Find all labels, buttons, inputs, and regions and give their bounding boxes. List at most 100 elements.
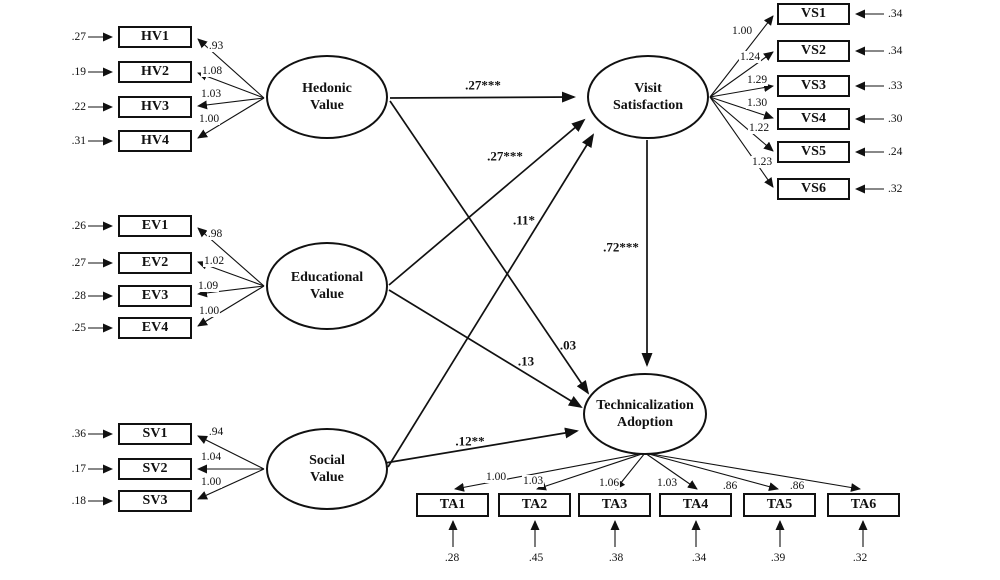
indicator-box-ta1: TA1	[416, 493, 489, 517]
latent-label-line: Adoption	[616, 415, 674, 430]
latent-label-line: Social	[309, 453, 345, 468]
loading-value-ta5: .86	[721, 480, 739, 492]
indicator-label: EV2	[141, 255, 169, 270]
error-value-ta4: .34	[691, 552, 707, 564]
loading-value-ev3: 1.09	[196, 280, 220, 292]
latent-social-value: Social Value	[266, 428, 388, 510]
error-value-hv1: .27	[71, 31, 86, 43]
error-value-ev2: .27	[71, 257, 86, 269]
indicator-label: EV3	[141, 288, 169, 303]
error-value-ta1: .28	[444, 552, 460, 564]
indicator-label: SV3	[142, 493, 168, 508]
path-coef-educational-visit: .27***	[487, 148, 523, 164]
latent-technicalization-adoption: Technicalization Adoption	[583, 373, 707, 455]
error-value-vs4: .30	[888, 113, 903, 125]
loading-value-sv2: 1.04	[199, 451, 223, 463]
loading-value-vs4: 1.30	[745, 97, 769, 109]
indicator-label: HV1	[141, 29, 169, 44]
latent-visit-satisfaction: Visit Satisfaction	[587, 55, 709, 139]
indicator-box-hv3: HV3	[118, 96, 192, 118]
loading-value-vs3: 1.29	[745, 74, 769, 86]
indicator-box-hv4: HV4	[118, 130, 192, 152]
loading-value-vs1: 1.00	[730, 25, 754, 37]
indicator-label: TA5	[766, 497, 793, 512]
latent-educational-value: Educational Value	[266, 242, 388, 330]
indicator-label: HV4	[141, 133, 169, 148]
indicator-label: VS6	[801, 181, 826, 196]
indicator-label: VS3	[801, 78, 826, 93]
indicator-label: TA4	[682, 497, 709, 512]
indicator-label: VS1	[801, 6, 826, 21]
loading-value-ev2: 1.02	[202, 255, 226, 267]
latent-hedonic-value: Hedonic Value	[266, 55, 388, 139]
error-value-ev3: .28	[71, 290, 86, 302]
error-value-hv4: .31	[71, 135, 86, 147]
loading-value-ta4: 1.03	[655, 477, 679, 489]
indicator-box-ta3: TA3	[578, 493, 651, 517]
latent-label-line: Hedonic	[302, 81, 352, 96]
indicator-box-ev3: EV3	[118, 285, 192, 307]
error-value-hv3: .22	[71, 101, 86, 113]
indicator-box-vs5: VS5	[777, 141, 850, 163]
loading-value-hv4: 1.00	[197, 113, 221, 125]
indicator-label: TA3	[601, 497, 628, 512]
error-value-ta3: .38	[608, 552, 624, 564]
indicator-box-vs3: VS3	[777, 75, 850, 97]
indicator-box-sv2: SV2	[118, 458, 192, 480]
error-value-ev1: .26	[71, 220, 86, 232]
latent-label-line: Value	[310, 98, 344, 113]
indicator-label: VS5	[801, 144, 826, 159]
loading-value-hv2: 1.08	[200, 65, 224, 77]
latent-label-line: Educational	[290, 270, 364, 285]
indicator-box-sv3: SV3	[118, 490, 192, 512]
error-value-ta5: .39	[770, 552, 786, 564]
loading-value-hv3: 1.03	[199, 88, 223, 100]
indicator-box-vs1: VS1	[777, 3, 850, 25]
latent-label-line: Visit	[634, 81, 662, 96]
indicator-box-ta4: TA4	[659, 493, 732, 517]
loading-value-ta6: .86	[788, 480, 806, 492]
error-value-vs2: .34	[888, 45, 903, 57]
indicator-label: TA2	[521, 497, 548, 512]
indicator-box-ev2: EV2	[118, 252, 192, 274]
indicator-box-ev4: EV4	[118, 317, 192, 339]
error-value-hv2: .19	[71, 66, 86, 78]
indicator-label: HV2	[141, 64, 169, 79]
indicator-label: SV1	[142, 426, 168, 441]
latent-label-line: Technicalization	[596, 398, 694, 413]
indicator-label: SV2	[142, 461, 168, 476]
path-coef-hedonic-visit: .27***	[465, 77, 501, 93]
indicator-label: TA6	[850, 497, 877, 512]
path-coef-visit-tech: .72***	[603, 239, 639, 255]
error-value-sv2: .17	[71, 463, 86, 475]
error-value-ta2: .45	[528, 552, 544, 564]
indicator-label: VS4	[801, 111, 826, 126]
error-value-ev4: .25	[71, 322, 86, 334]
indicator-label: EV4	[141, 320, 169, 335]
latent-label-line: Satisfaction	[613, 98, 683, 113]
indicator-box-vs2: VS2	[777, 40, 850, 62]
error-value-vs5: .24	[888, 146, 903, 158]
indicator-label: EV1	[141, 218, 169, 233]
indicator-box-ta2: TA2	[498, 493, 571, 517]
error-value-ta6: .32	[852, 552, 868, 564]
indicator-box-ta5: TA5	[743, 493, 816, 517]
loading-value-vs2: 1.24	[738, 51, 762, 63]
loading-value-hv1: .93	[207, 40, 225, 52]
path-coef-educational-tech: .13	[517, 353, 535, 369]
indicator-label: HV3	[141, 99, 169, 114]
path-coef-hedonic-tech: .03	[559, 337, 577, 353]
loading-value-ev1: .98	[206, 228, 224, 240]
error-value-vs1: .34	[888, 8, 903, 20]
loading-value-vs5: 1.22	[747, 122, 771, 134]
latent-label-line: Value	[310, 287, 344, 302]
path-coef-social-visit: .11*	[512, 212, 536, 228]
indicator-box-sv1: SV1	[118, 423, 192, 445]
error-value-sv1: .36	[71, 428, 86, 440]
loading-value-ta2: 1.03	[521, 475, 545, 487]
path-coef-social-tech: .12**	[455, 433, 485, 449]
loading-value-sv1: .94	[207, 426, 225, 438]
error-value-vs3: .33	[888, 80, 903, 92]
